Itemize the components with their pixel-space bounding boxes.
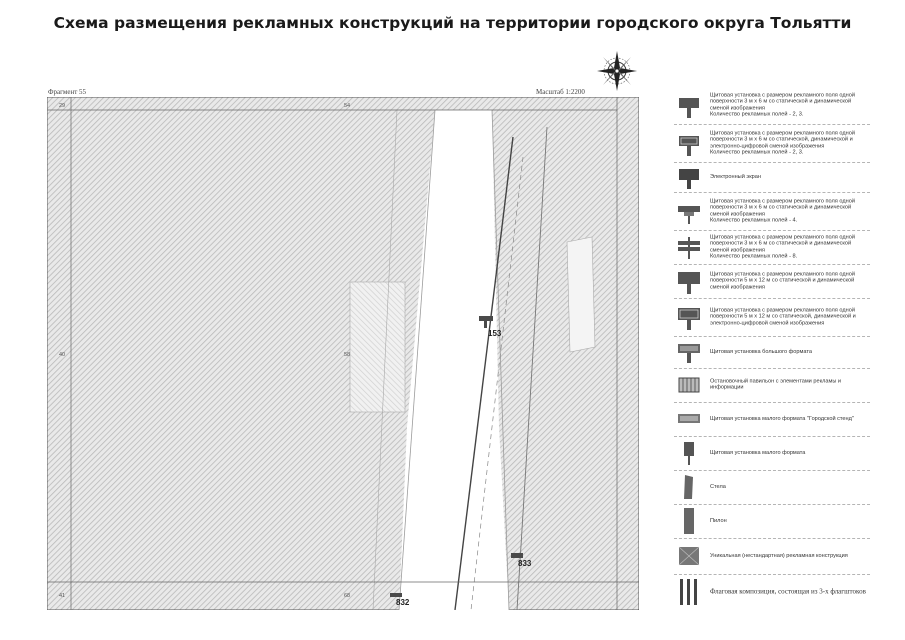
grid-label: 58 [344, 352, 350, 358]
billboard-4-fields-icon [678, 206, 700, 224]
billboard-5x12-icon [678, 272, 700, 294]
billboard-marker-153[interactable]: 153 [479, 316, 502, 338]
legend-item: Флаговая композиция, состоящая из 3-х фл… [674, 574, 870, 610]
small-format-icon [684, 442, 694, 465]
grid-label: 68 [344, 593, 350, 599]
billboard-8-fields-icon [678, 237, 700, 259]
road-edge-left [398, 109, 436, 610]
road-line [470, 156, 524, 610]
billboard-marker-833[interactable]: 833 [511, 553, 532, 568]
small-format-city-icon [678, 414, 700, 423]
legend-item: Щитовая установка с размером рекламного … [674, 124, 870, 163]
tram-track [454, 136, 514, 610]
thin-road-line [372, 109, 398, 610]
electronic-screen-icon [679, 169, 699, 189]
billboard-5x12-digital-icon [678, 308, 700, 330]
billboard-marker-832[interactable]: 832 [390, 593, 410, 607]
legend-item: Щитовая установка с размером рекламного … [674, 86, 870, 125]
marker-label: 153 [488, 329, 502, 338]
billboard-digital-icon [679, 136, 699, 156]
compass-rose-icon [597, 51, 637, 91]
stela-icon [684, 475, 693, 499]
road-edge-right [491, 109, 510, 610]
flag-composition-icon [680, 579, 697, 605]
grid-label: 40 [59, 352, 65, 358]
legend-item: Щитовая установка с размером рекламного … [674, 298, 870, 337]
grid-label: 29 [59, 103, 65, 109]
road-line-right [516, 126, 548, 610]
scale-label: Масштаб 1:2200 [536, 88, 585, 96]
building-block [349, 281, 406, 413]
legend-item: Щитовая установка малого формата [674, 436, 870, 471]
pylon-icon [684, 508, 694, 534]
billboard-icon [679, 98, 699, 118]
main-road [399, 110, 509, 610]
map-background [47, 97, 639, 610]
marker-label: 833 [518, 559, 532, 568]
grid-label: 54 [344, 103, 350, 109]
legend-item: Щитовая установка с размером рекламного … [674, 230, 870, 265]
page-title: Схема размещения рекламных конструкций н… [53, 14, 852, 32]
map-fragment[interactable]: 29 54 40 58 41 68 153 833 832 [47, 97, 639, 610]
legend-item: Стела [674, 470, 870, 505]
unique-structure-icon [678, 546, 700, 566]
legend-item: Щитовая установка с размером рекламного … [674, 192, 870, 231]
legend-item: Остановочный павильон с элементами рекла… [674, 368, 870, 403]
legend-item: Щитовая установка с размером рекламного … [674, 264, 870, 299]
grid-label: 41 [59, 593, 65, 599]
legend-item: Щитовая установка большого формата [674, 336, 870, 369]
legend-item: Пилон [674, 504, 870, 539]
large-format-icon [678, 344, 700, 363]
marker-label: 832 [396, 598, 410, 607]
fragment-label: Фрагмент 55 [48, 88, 87, 96]
legend-item: Электронный экран [674, 162, 870, 193]
legend-item: Уникальная (нестандартная) рекламная кон… [674, 538, 870, 575]
legend-item: Щитовая установка малого формата "Городс… [674, 402, 870, 437]
building-block-right [566, 236, 596, 353]
pavilion-icon [678, 377, 700, 393]
legend-panel: Щитовая установка с размером рекламного … [674, 86, 870, 610]
